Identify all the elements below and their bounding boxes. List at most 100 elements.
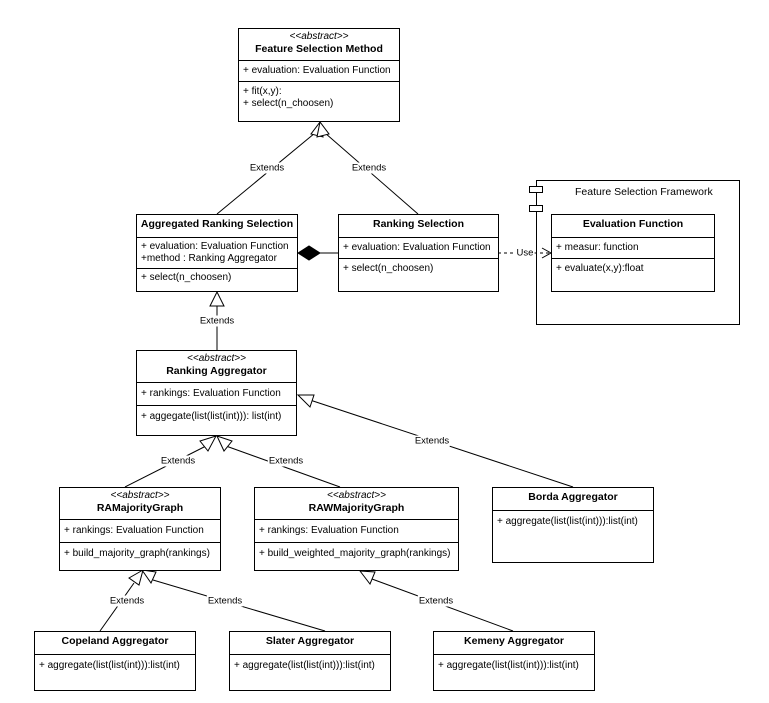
methods: + aggegate(list(list(int))): list(int): [137, 405, 296, 428]
arrow-borda-ra: [296, 394, 315, 408]
method: + build_majority_graph(rankings): [64, 548, 210, 559]
attributes: + rankings: Evaluation Function: [255, 519, 458, 542]
class-slater-aggregator[interactable]: Slater Aggregator + aggregate(list(list(…: [229, 631, 391, 691]
edge-label-use: Use: [515, 247, 535, 259]
stereotype: <<abstract>>: [187, 353, 246, 364]
class-header: Copeland Aggregator: [35, 632, 195, 654]
edge-label-extends: Extends: [206, 595, 244, 607]
class-header: <<abstract>> RAWMajorityGraph: [255, 488, 458, 519]
class-name: Ranking Selection: [372, 218, 465, 230]
attribute: + rankings: Evaluation Function: [64, 525, 204, 536]
attributes: + measur: function: [552, 237, 714, 258]
method: + evaluate(x,y):float: [556, 263, 644, 274]
methods: + aggregate(list(list(int))):list(int): [230, 654, 390, 677]
attributes: + evaluation: Evaluation Function: [339, 237, 498, 258]
edge-copeland-ramg: [99, 582, 135, 632]
attribute: + evaluation: Evaluation Function: [141, 241, 289, 252]
stereotype: <<abstract>>: [327, 490, 386, 501]
method: + aggregate(list(list(int))):list(int): [39, 660, 180, 671]
method: + select(n_choosen): [141, 272, 232, 283]
class-name: Kemeny Aggregator: [464, 635, 564, 647]
edge-ramg-ra: [124, 445, 207, 488]
class-borda-aggregator[interactable]: Borda Aggregator + aggregate(list(list(i…: [492, 487, 654, 563]
class-copeland-aggregator[interactable]: Copeland Aggregator + aggregate(list(lis…: [34, 631, 196, 691]
edge-label-extends: Extends: [267, 455, 305, 467]
attributes: + rankings: Evaluation Function: [137, 382, 296, 405]
class-header: <<abstract>> Feature Selection Method: [239, 29, 399, 60]
edge-rawmg-ra: [225, 445, 341, 488]
arrow-ramg-ra: [199, 435, 218, 452]
attributes: + evaluation: Evaluation Function +metho…: [137, 237, 297, 268]
method: + aggregate(list(list(int))):list(int): [234, 660, 375, 671]
methods: + aggregate(list(list(int))):list(int): [493, 510, 653, 533]
method: + aggregate(list(list(int))):list(int): [438, 660, 579, 671]
arrow-slater-ramg: [140, 569, 157, 585]
edge-label-extends: Extends: [108, 595, 146, 607]
method: + aggregate(list(list(int))):list(int): [497, 516, 638, 527]
class-name: Copeland Aggregator: [61, 635, 169, 647]
component-tab-bottom: [529, 205, 543, 212]
method: + select(n_choosen): [343, 263, 434, 274]
class-header: Slater Aggregator: [230, 632, 390, 654]
class-evaluation-function[interactable]: Evaluation Function + measur: function +…: [551, 214, 715, 292]
edge-label-extends: Extends: [248, 162, 286, 174]
stereotype: <<abstract>>: [110, 490, 170, 501]
class-aggregated-ranking-selection[interactable]: Aggregated Ranking Selection + evaluatio…: [136, 214, 298, 292]
method: + fit(x,y):: [243, 86, 282, 97]
class-header: Ranking Selection: [339, 215, 498, 237]
edge-label-extends: Extends: [413, 435, 451, 447]
framework-frame: [536, 180, 740, 325]
method: + select(n_choosen): [243, 98, 334, 109]
class-ranking-selection[interactable]: Ranking Selection + evaluation: Evaluati…: [338, 214, 499, 292]
class-name: RAMajorityGraph: [96, 502, 184, 514]
component-tab-top: [529, 186, 543, 193]
edge-rs-fsm: [324, 132, 419, 215]
methods: + build_majority_graph(rankings): [60, 542, 220, 565]
arrow-rawmg-ra: [216, 435, 233, 452]
edge-label-extends: Extends: [417, 595, 455, 607]
methods: + select(n_choosen): [137, 268, 297, 287]
composition-diamond: [297, 245, 321, 261]
attribute: + measur: function: [556, 242, 639, 253]
class-name: Slater Aggregator: [265, 635, 355, 647]
class-header: Borda Aggregator: [493, 488, 653, 510]
attribute: + rankings: Evaluation Function: [141, 388, 281, 399]
edge-label-extends: Extends: [350, 162, 388, 174]
class-header: Aggregated Ranking Selection: [137, 215, 297, 237]
class-name: Aggregated Ranking Selection: [140, 218, 294, 230]
edge-label-extends: Extends: [198, 315, 236, 327]
framework-title: Feature Selection Framework: [575, 186, 713, 198]
arrow-kemeny-rawmg: [358, 570, 376, 585]
methods: + evaluate(x,y):float: [552, 258, 714, 279]
attribute: +method : Ranking Aggregator: [141, 253, 277, 264]
attributes: + rankings: Evaluation Function: [60, 519, 220, 542]
methods: + aggregate(list(list(int))):list(int): [434, 654, 594, 677]
class-ranking-aggregator[interactable]: <<abstract>> Ranking Aggregator + rankin…: [136, 350, 297, 436]
method: + aggegate(list(list(int))): list(int): [141, 411, 282, 422]
class-name: Ranking Aggregator: [166, 365, 267, 377]
methods: + fit(x,y): + select(n_choosen): [239, 81, 399, 114]
class-name: RAWMajorityGraph: [308, 502, 405, 514]
methods: + build_weighted_majority_graph(rankings…: [255, 542, 458, 565]
edge-ars-fsm: [216, 132, 316, 215]
attribute: + evaluation: Evaluation Function: [343, 242, 491, 253]
class-header: <<abstract>> RAMajorityGraph: [60, 488, 220, 519]
class-rawmajoritygraph[interactable]: <<abstract>> RAWMajorityGraph + rankings…: [254, 487, 459, 571]
attribute: + evaluation: Evaluation Function: [243, 65, 391, 76]
class-kemeny-aggregator[interactable]: Kemeny Aggregator + aggregate(list(list(…: [433, 631, 595, 691]
class-name: Evaluation Function: [582, 218, 684, 230]
class-name: Borda Aggregator: [528, 491, 618, 503]
edge-label-extends: Extends: [159, 455, 197, 467]
attributes: + evaluation: Evaluation Function: [239, 60, 399, 81]
class-header: <<abstract>> Ranking Aggregator: [137, 351, 296, 382]
arrow-rs-fsm: [316, 120, 330, 138]
attribute: + rankings: Evaluation Function: [259, 525, 399, 536]
arrow-copeland-ramg: [128, 568, 144, 586]
class-header: Kemeny Aggregator: [434, 632, 594, 654]
methods: + select(n_choosen): [339, 258, 498, 279]
class-ramajoritygraph[interactable]: <<abstract>> RAMajorityGraph + rankings:…: [59, 487, 221, 571]
arrow-ra-ars: [209, 290, 225, 307]
stereotype: <<abstract>>: [289, 31, 349, 42]
class-feature-selection-method[interactable]: <<abstract>> Feature Selection Method + …: [238, 28, 400, 122]
